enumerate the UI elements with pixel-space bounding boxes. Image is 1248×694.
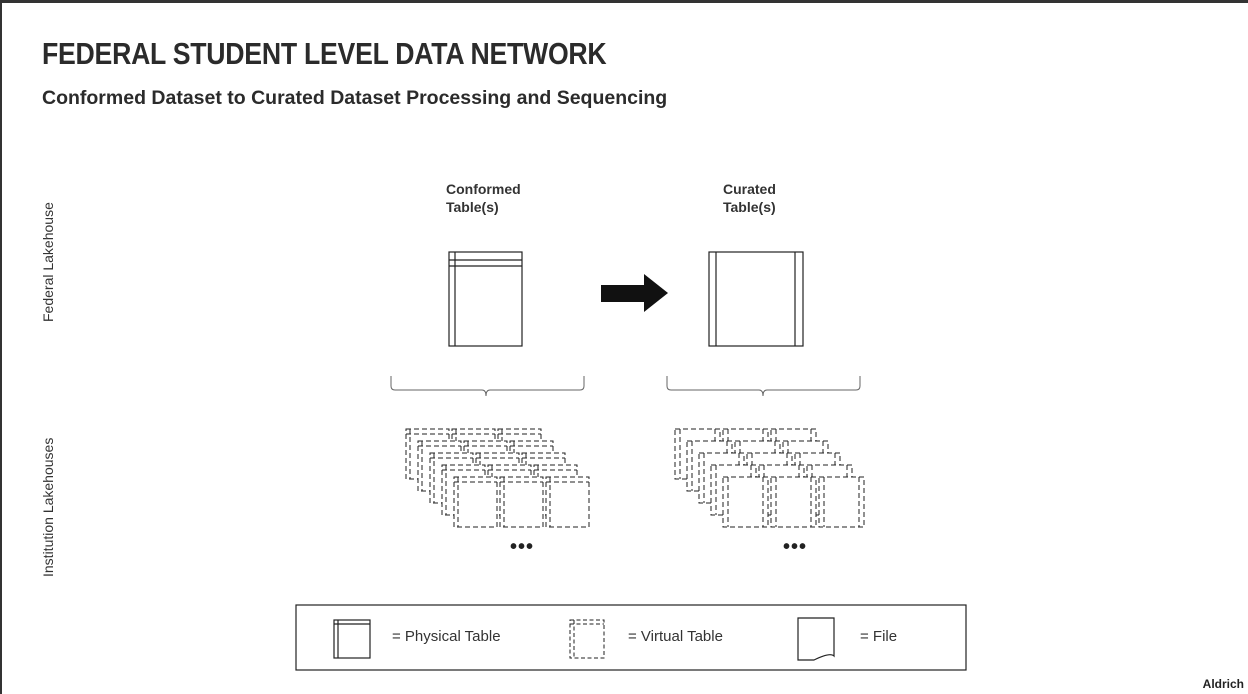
conformed-brace: [390, 376, 585, 397]
virtual-table-legend-label: = Virtual Table: [628, 628, 723, 645]
conformed-tables-label: Conformed Table(s): [446, 181, 521, 215]
virtual-table-legend-icon: [569, 619, 605, 659]
conformed-virtual-tables: [405, 428, 590, 528]
physical-table-legend-icon: [333, 619, 371, 659]
file-legend-icon: [797, 617, 835, 661]
curated-tables-label: Curated Table(s): [723, 181, 776, 215]
conformed-more-indicator: •••: [510, 536, 535, 558]
file-legend-label: = File: [860, 628, 898, 645]
process-arrow-icon: [601, 274, 668, 312]
curated-more-indicator: •••: [783, 536, 808, 558]
curated-virtual-tables: [674, 428, 865, 528]
conformed-physical-table: [448, 251, 523, 347]
page-subtitle: Conformed Dataset to Curated Dataset Pro…: [42, 87, 668, 109]
physical-table-legend-label: = Physical Table: [392, 628, 501, 645]
curated-physical-table: [708, 251, 804, 347]
curated-brace: [666, 376, 861, 397]
page-title: FEDERAL STUDENT LEVEL DATA NETWORK: [42, 36, 607, 71]
legend-box: [295, 604, 967, 671]
author-credit: Aldrich: [1202, 677, 1244, 691]
